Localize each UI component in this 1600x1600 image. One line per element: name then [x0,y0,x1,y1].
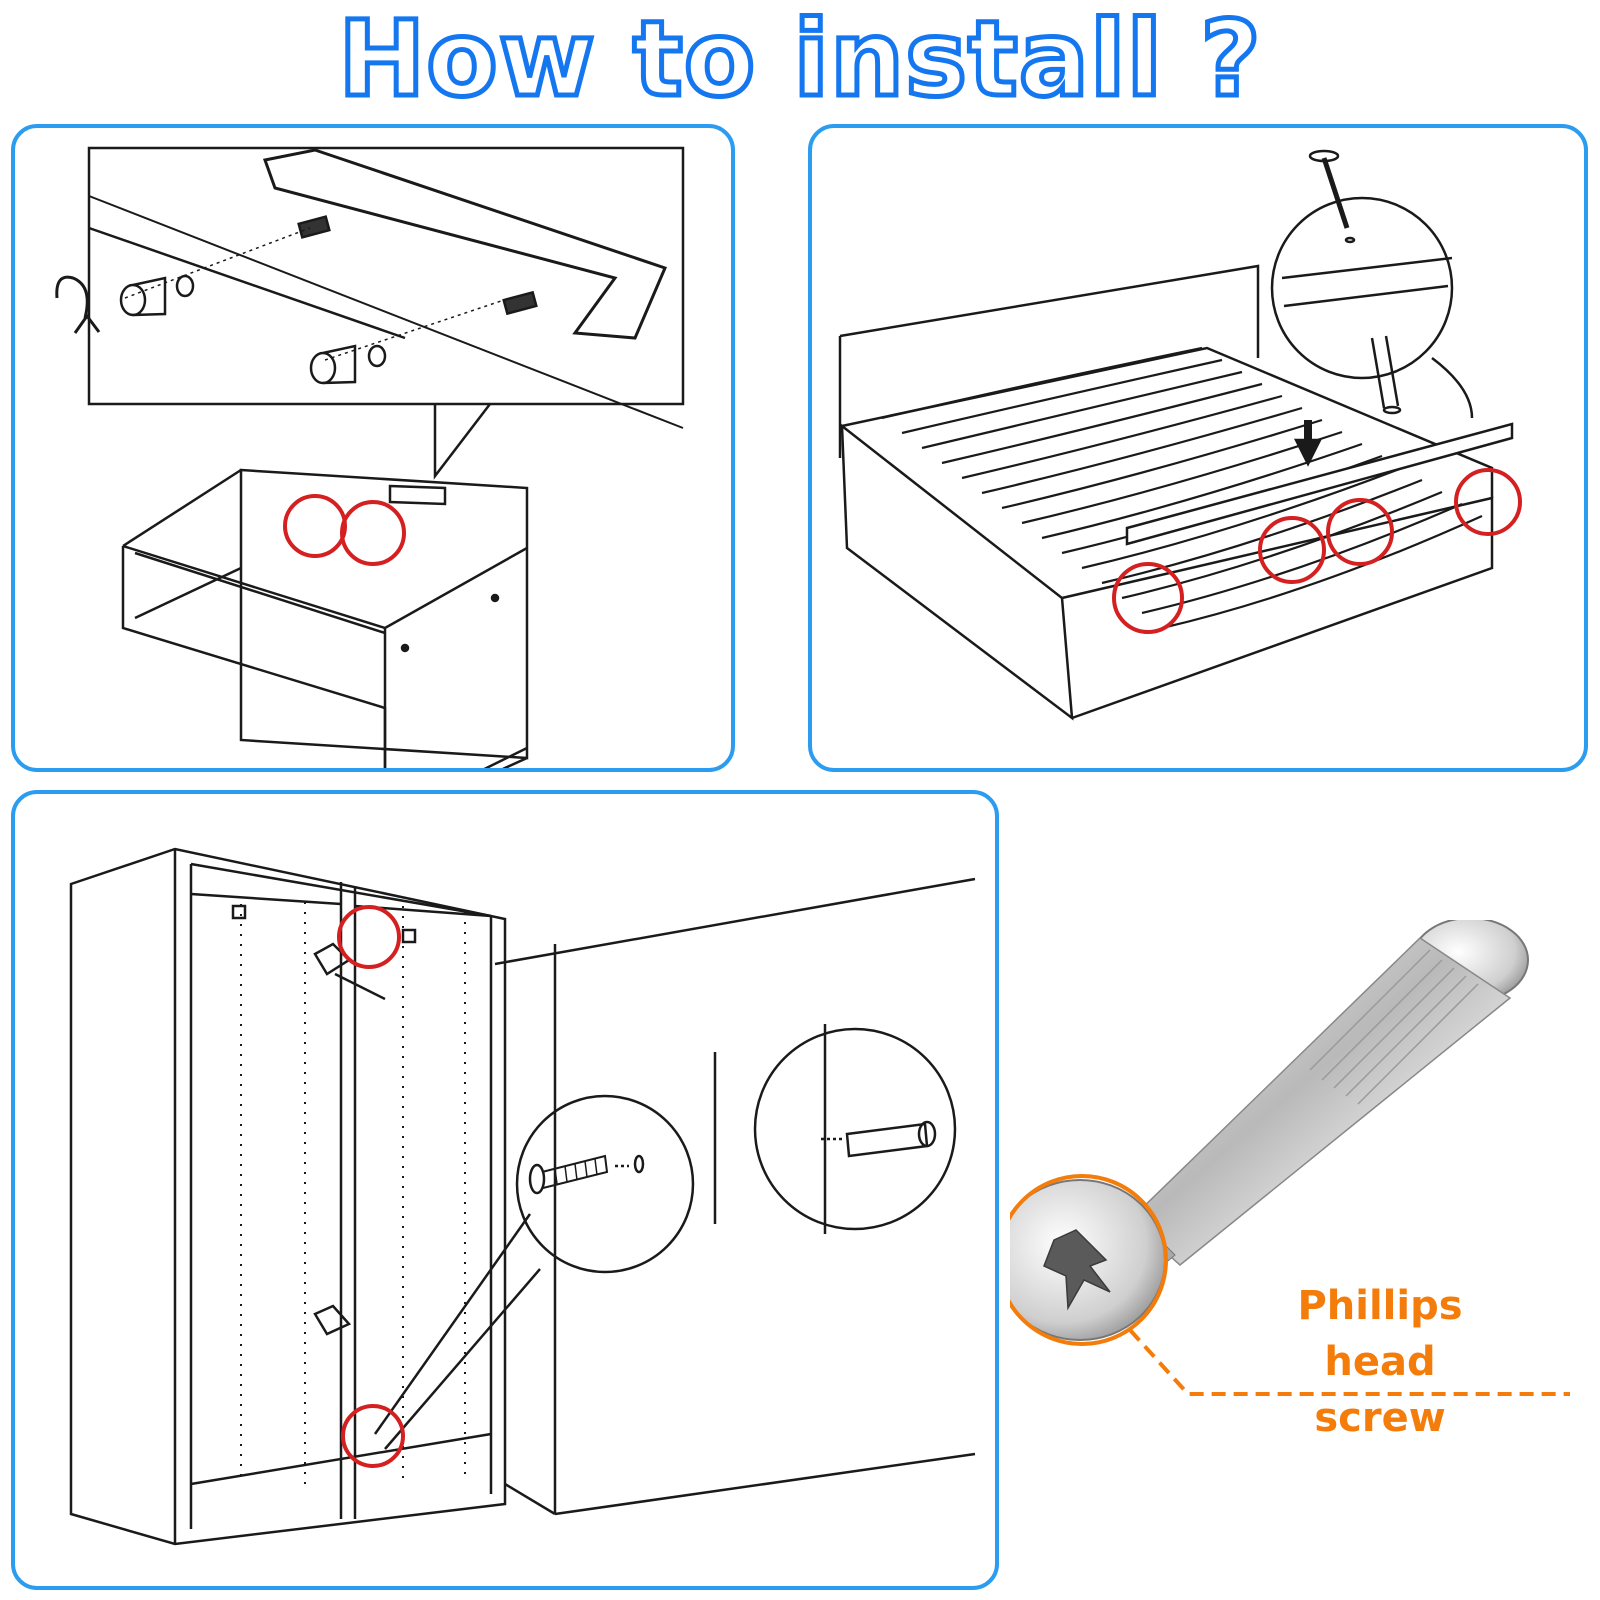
callout-leader-line [1128,1328,1570,1396]
red-circle-icon [283,494,406,566]
wardrobe-install-panel [11,790,999,1590]
callout-line-2: head screw [1314,1339,1446,1441]
callout-label: Phillips head screw [1255,1278,1505,1446]
drawer-install-panel [11,124,735,772]
page-title: How to install ? [336,0,1263,121]
red-circle-icon [1112,468,1522,634]
orange-highlight-circle-icon [1010,1174,1168,1346]
bed-install-panel [808,124,1588,772]
red-circle-icon [337,905,405,1468]
drawer-illustration [55,146,685,768]
phillips-recess-icon [1043,1229,1111,1311]
wardrobe-illustration [69,847,976,1546]
connector-screw-image [994,917,1600,1440]
bed-illustration [838,149,1522,721]
callout-line-1: Phillips [1297,1283,1463,1329]
